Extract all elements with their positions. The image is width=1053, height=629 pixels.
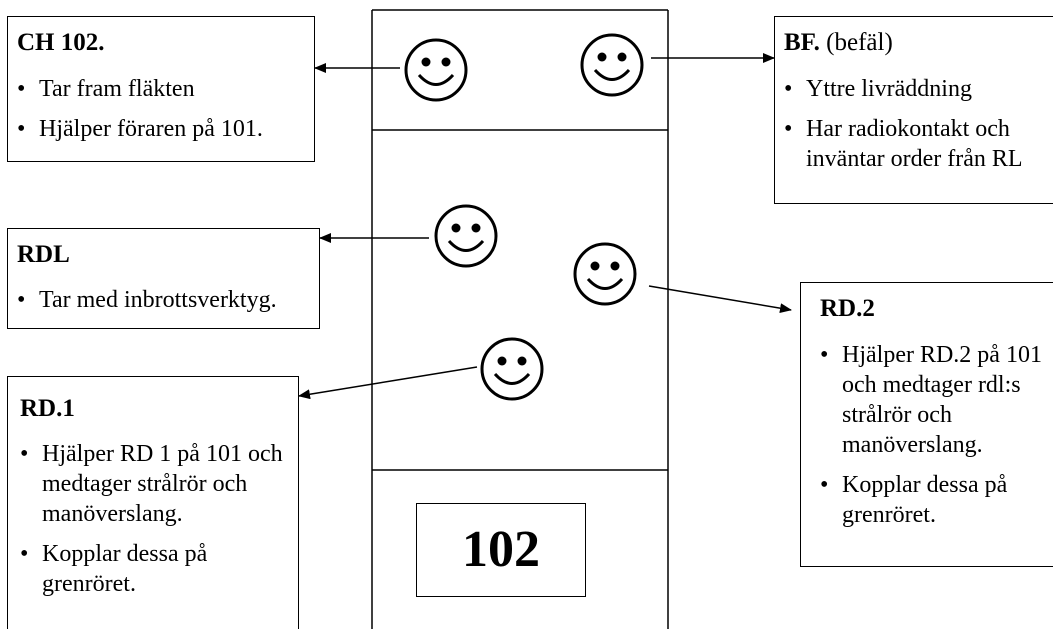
- rdl-list: Tar med inbrottsverktyg.: [17, 285, 317, 315]
- rdl-box: RDL Tar med inbrottsverktyg.: [7, 228, 320, 329]
- bf-subtitle: (befäl): [819, 29, 893, 56]
- rd2-list: Hjälper RD.2 på 101 och medtager rdl:s s…: [820, 340, 1050, 530]
- truck-body: [371, 9, 669, 629]
- list-item: Hjälper RD 1 på 101 och medtager strålrö…: [20, 439, 295, 529]
- bf-title-row: BF. (befäl): [784, 29, 893, 57]
- list-item: Hjälper RD.2 på 101 och medtager rdl:s s…: [820, 340, 1050, 460]
- list-item: Tar fram fläkten: [17, 74, 309, 104]
- arrow-to-rd2: [648, 285, 792, 314]
- list-item: Hjälper föraren på 101.: [17, 114, 309, 144]
- smiley-icon: [404, 38, 468, 102]
- ch102-box: CH 102. Tar fram fläkten Hjälper föraren…: [7, 16, 315, 162]
- rd1-box: RD.1 Hjälper RD 1 på 101 och medtager st…: [7, 376, 299, 629]
- smiley-icon: [434, 204, 498, 268]
- ch102-title: CH 102.: [17, 29, 105, 56]
- rd2-box: RD.2 Hjälper RD.2 på 101 och medtager rd…: [800, 282, 1053, 567]
- rd1-list: Hjälper RD 1 på 101 och medtager strålrö…: [20, 439, 295, 599]
- arrow-to-rd1: [298, 366, 478, 400]
- rd1-title: RD.1: [20, 395, 75, 422]
- ch102-list: Tar fram fläkten Hjälper föraren på 101.: [17, 74, 309, 144]
- smiley-icon: [480, 337, 544, 401]
- rdl-title: RDL: [17, 241, 70, 268]
- smiley-icon: [573, 242, 637, 306]
- list-item: Tar med inbrottsverktyg.: [17, 285, 317, 315]
- smiley-icon: [580, 33, 644, 97]
- list-item: Kopplar dessa på grenröret.: [820, 470, 1050, 530]
- list-item: Har radiokontakt och inväntar order från…: [784, 114, 1052, 174]
- bf-title: BF.: [784, 29, 820, 56]
- rd2-title: RD.2: [820, 295, 875, 322]
- list-item: Kopplar dessa på grenröret.: [20, 539, 295, 599]
- list-item: Yttre livräddning: [784, 74, 1052, 104]
- bf-box: BF. (befäl) Yttre livräddning Har radiok…: [774, 16, 1053, 204]
- vehicle-number-label: 102: [416, 503, 586, 597]
- bf-list: Yttre livräddning Har radiokontakt och i…: [784, 74, 1052, 174]
